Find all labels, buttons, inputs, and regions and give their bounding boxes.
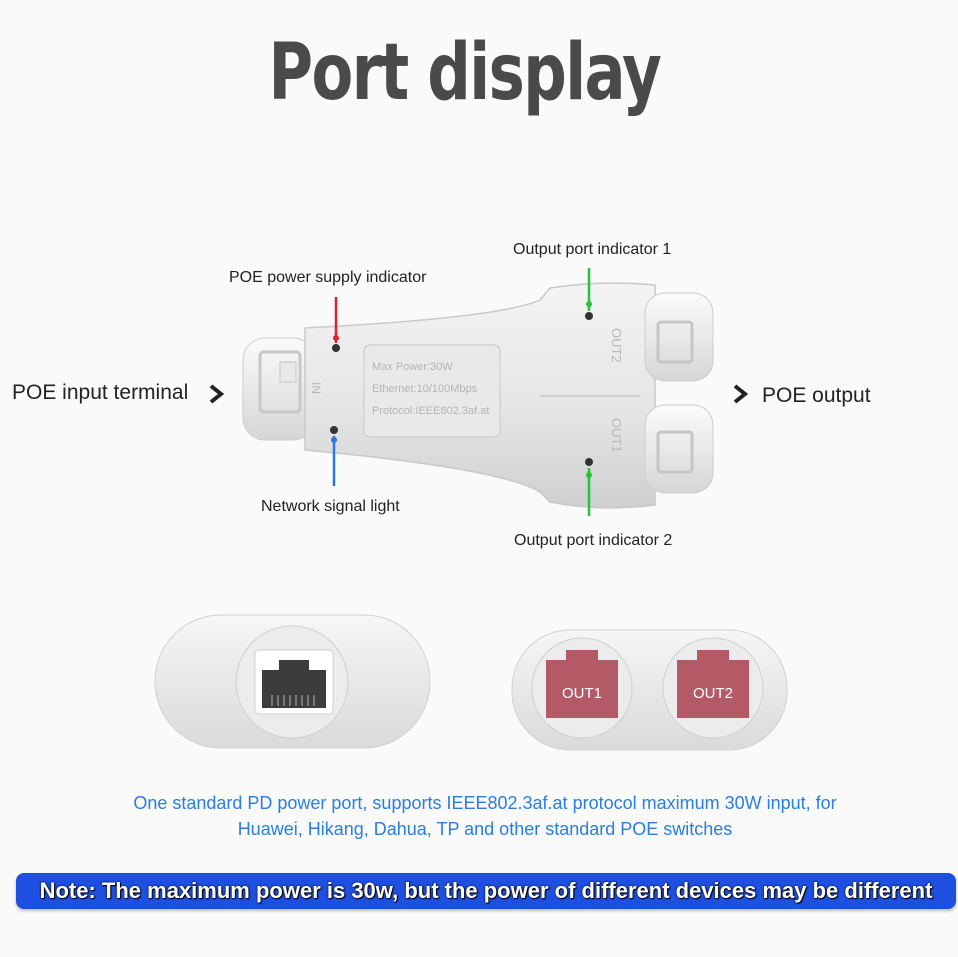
output-connector-1 bbox=[644, 404, 714, 494]
port-out2-label: OUT2 bbox=[609, 328, 624, 363]
spec-line-1: Max Power:30W bbox=[372, 361, 453, 373]
output-port-face: OUT1 OUT2 bbox=[511, 629, 788, 751]
port-in-label: IN bbox=[309, 382, 323, 394]
network-signal-led bbox=[330, 426, 338, 434]
description-line-2: Huawei, Hikang, Dahua, TP and other stan… bbox=[237, 819, 733, 839]
poe-input-terminal-label: POE input terminal bbox=[12, 381, 189, 404]
description: One standard PD power port, supports IEE… bbox=[0, 790, 958, 842]
poe-power-led bbox=[332, 344, 340, 352]
spec-line-2: Ethernet:10/100Mbps bbox=[372, 383, 478, 395]
port-out1-label: OUT1 bbox=[609, 418, 624, 453]
poe-splitter-illustration: Max Power:30W Ethernet:10/100Mbps Protoc… bbox=[209, 268, 749, 516]
network-signal-light-label: Network signal light bbox=[261, 498, 400, 515]
jack-out1-label: OUT1 bbox=[562, 685, 602, 702]
poe-power-indicator-label: POE power supply indicator bbox=[229, 269, 427, 286]
note-banner: Note: The maximum power is 30w, but the … bbox=[16, 873, 956, 909]
input-connector bbox=[242, 337, 316, 441]
output-connector-2 bbox=[644, 292, 714, 382]
input-port-face bbox=[154, 614, 431, 749]
chevron-right-icon bbox=[209, 384, 225, 404]
output-port-indicator-2-label: Output port indicator 2 bbox=[514, 532, 673, 549]
spec-line-3: Protocol:IEEE802.3af.at bbox=[372, 405, 489, 417]
output-2-led bbox=[585, 458, 593, 466]
page-title: Port display bbox=[268, 28, 661, 118]
chevron-right-icon bbox=[733, 384, 749, 404]
poe-output-label: POE output bbox=[762, 384, 871, 407]
description-line-1: One standard PD power port, supports IEE… bbox=[133, 793, 837, 813]
output-1-led bbox=[585, 312, 593, 320]
rj45-jack-out1 bbox=[546, 650, 618, 718]
jack-out2-label: OUT2 bbox=[693, 685, 733, 702]
rj45-jack-out2 bbox=[677, 650, 749, 718]
output-port-indicator-1-label: Output port indicator 1 bbox=[513, 241, 672, 258]
port-faces-illustration: OUT1 OUT2 bbox=[154, 614, 788, 751]
